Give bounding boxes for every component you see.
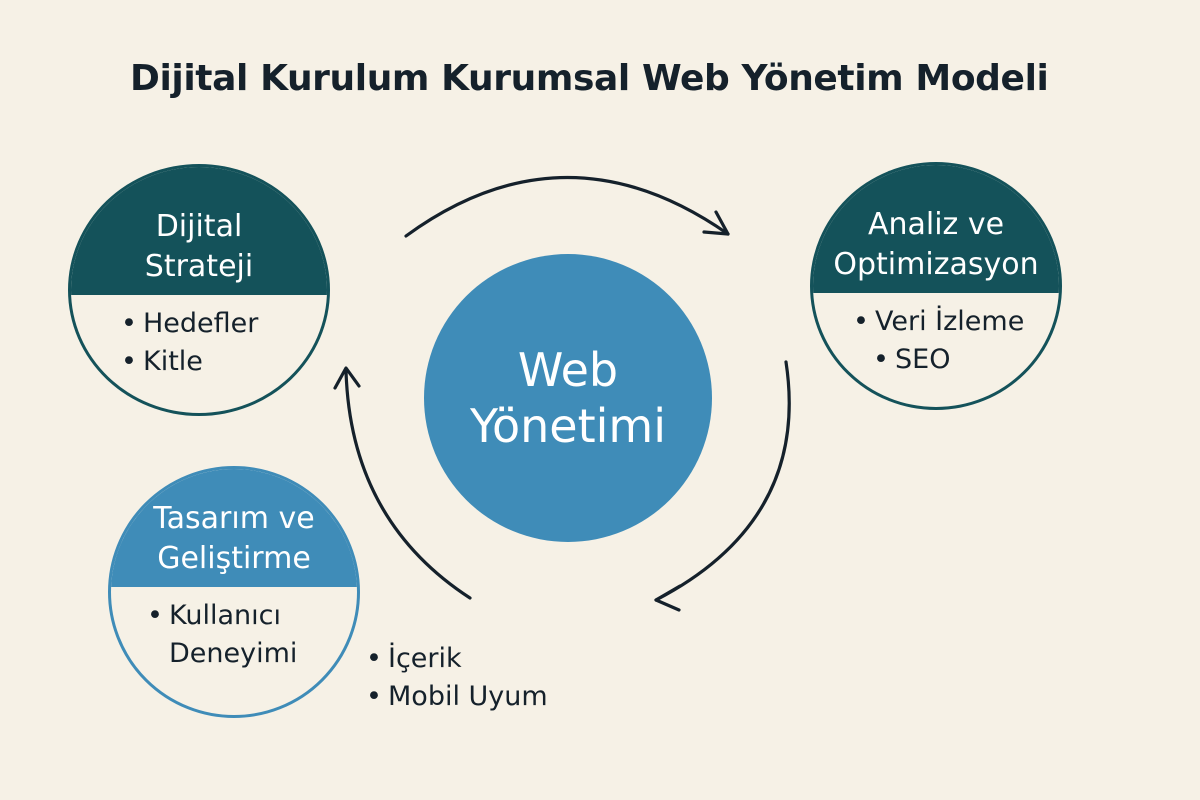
bullet: •	[121, 308, 137, 339]
list-item-label: Veri İzleme	[875, 306, 1025, 337]
list-item-label: Kullanıcı	[169, 600, 281, 631]
list-item-label: Mobil Uyum	[388, 681, 548, 712]
node-web-management-line2: Yönetimi	[470, 399, 666, 453]
list-item-label: Deneyimi	[169, 638, 298, 669]
bullet: •	[366, 643, 382, 674]
list-item: •Mobil Uyum	[366, 678, 548, 716]
node-design-title-line2: Geliştirme	[157, 541, 311, 576]
node-analysis-optimization-list: •Veri İzleme •SEO	[813, 293, 1059, 407]
list-item-label: Hedefler	[143, 308, 259, 339]
node-digital-strategy-list: •Hedefler •Kitle	[71, 295, 327, 413]
bullet: •	[853, 306, 869, 337]
bullet: •	[121, 346, 137, 377]
node-design-title-line1: Tasarım ve	[153, 501, 315, 536]
list-item: •Hedefler	[121, 305, 258, 343]
arrow-right-arc	[654, 360, 791, 602]
arrowhead-left	[333, 366, 361, 390]
node-analysis-optimization: Analiz ve Optimizasyon •Veri İzleme •SEO	[810, 162, 1062, 410]
node-design-development: Tasarım ve Geliştirme •Kullanıcı Deneyim…	[108, 466, 360, 718]
diagram-title: Dijital Kurulum Kurumsal Web Yönetim Mod…	[130, 58, 1049, 99]
node-digital-strategy-title-line1: Dijital	[155, 209, 243, 244]
bullet: •	[366, 681, 382, 712]
arrow-top-arc	[404, 175, 730, 238]
node-digital-strategy-title-line2: Strateji	[144, 249, 254, 284]
list-item: •SEO	[853, 341, 950, 379]
arrowhead-right	[654, 584, 682, 612]
list-item: •Veri İzleme	[853, 303, 1024, 341]
list-item-label: Kitle	[143, 346, 203, 377]
list-item-label: SEO	[895, 344, 951, 375]
list-item: •İçerik	[366, 640, 548, 678]
node-digital-strategy: Dijital Strateji •Hedefler •Kitle	[68, 164, 330, 416]
list-item-label: İçerik	[388, 643, 462, 674]
node-analysis-title-line2: Optimizasyon	[833, 247, 1039, 282]
node-analysis-title-line1: Analiz ve	[867, 207, 1005, 242]
node-web-management-line1: Web	[517, 343, 619, 397]
list-item: Deneyimi	[147, 635, 297, 673]
arrowhead-top	[702, 210, 730, 236]
list-item: •Kitle	[121, 343, 203, 381]
node-web-management: Web Yönetimi	[424, 254, 712, 542]
list-item: •Kullanıcı	[147, 597, 281, 635]
bullet: •	[147, 600, 163, 631]
bullet: •	[873, 344, 889, 375]
extra-items-list: •İçerik •Mobil Uyum	[366, 640, 548, 716]
node-design-development-list: •Kullanıcı Deneyimi	[111, 587, 357, 715]
arrow-left-arc	[344, 368, 472, 600]
